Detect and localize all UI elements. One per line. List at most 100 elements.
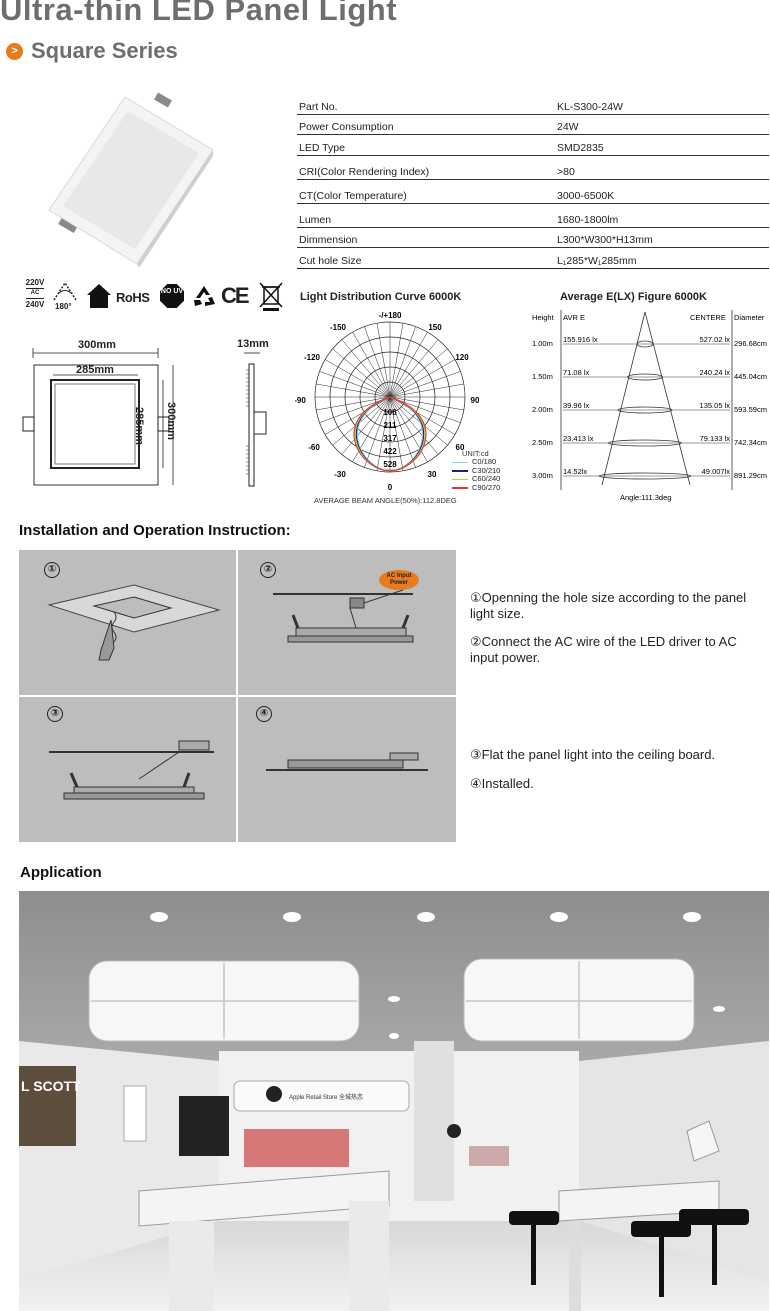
polar-spoke [332, 396, 391, 446]
center-value: 240.24 lx [700, 368, 731, 377]
polar-angle-label: 150 [428, 323, 442, 332]
col-avr-label: AVR E [563, 313, 585, 322]
voltage-icon: 220V AC 240V [25, 278, 45, 309]
rohs-icon: RoHS [116, 290, 150, 305]
page-title: Ultra-thin LED Panel Light [0, 0, 398, 27]
illuminance-title: Average E(LX) Figure 6000K [560, 291, 707, 303]
arrow-bullet-icon: > [6, 42, 23, 60]
polar-spoke [319, 396, 391, 423]
polar-angle-label: 60 [456, 443, 465, 452]
legend-entry: C30/210 [452, 465, 501, 476]
polar-spoke [389, 396, 416, 468]
polar-spoke [364, 326, 391, 398]
col-diameter-label: Diameter [734, 313, 765, 322]
install-step-1-panel: ① [19, 550, 236, 695]
step-4-text: ④Installed. [470, 776, 534, 791]
col-center-label: CENTERE [690, 313, 726, 322]
center-value: 135.05 lx [700, 401, 731, 410]
step-number: ④ [256, 706, 272, 722]
polar-spoke [389, 396, 448, 446]
indoor-house-icon [87, 284, 111, 308]
polar-angle-label: -/+180 [379, 311, 402, 320]
legend-label: C30/210 [472, 465, 501, 475]
polar-spoke [389, 396, 464, 411]
beam-angle-label: 180° [55, 302, 72, 311]
polar-angle-label: -120 [304, 353, 321, 362]
polar-spoke [316, 383, 391, 398]
thickness-label: 13mm [237, 338, 269, 350]
diameter-value: 742.34cm [734, 438, 767, 447]
unit-label: UNIT:cd [462, 449, 489, 458]
installed-diagram [266, 752, 428, 771]
polar-spoke [341, 396, 391, 455]
polar-spoke [389, 331, 428, 398]
application-heading: Application [20, 864, 102, 881]
application-store-photo: L SCOTT Apple Retail Store 全城热恋 [19, 891, 769, 1311]
height-value: 1.00m [532, 339, 553, 348]
beam-ellipse [636, 340, 654, 348]
polar-angle-label: 30 [428, 470, 437, 479]
step-1-text: ①Openning the hole size according to the… [470, 590, 747, 621]
distribution-title: Light Distribution Curve 6000K [300, 291, 462, 303]
legend-swatch [452, 487, 468, 489]
col-height-label: Height [532, 313, 555, 322]
step-3-text: ③Flat the panel light into the ceiling b… [470, 747, 716, 762]
angle-label: Angle:111.3deg [620, 493, 671, 502]
height-value: 2.50m [532, 438, 553, 447]
spec-row: Part No.KL-S300-24W [297, 94, 769, 115]
poster-text: L SCOTT [21, 1078, 81, 1094]
polar-spoke [389, 348, 448, 398]
avr-value: 14.52lx [563, 467, 587, 476]
polar-spoke [352, 331, 391, 398]
polar-spoke [389, 323, 404, 398]
legend-label: C0/180 [472, 457, 497, 466]
step-number: ① [44, 562, 60, 578]
polar-spoke [341, 339, 391, 398]
center-value: 79.133 lx [700, 434, 731, 443]
polar-ring-label: 422 [383, 447, 397, 456]
height-value: 1.50m [532, 372, 553, 381]
install-step-3-panel: ③ [19, 697, 236, 842]
legend-entry: C90/270 [452, 482, 501, 493]
inner-height-label: 285mm [132, 407, 145, 445]
installation-heading: Installation and Operation Instruction: [19, 522, 291, 539]
side-profile-drawing [244, 352, 267, 487]
polar-ring-label: 317 [383, 434, 397, 443]
polar-spoke [376, 396, 391, 471]
front-dimension-drawing [22, 348, 174, 486]
avr-value: 155.916 lx [563, 335, 598, 344]
polar-spoke [389, 396, 461, 423]
polar-spoke [324, 396, 391, 435]
diameter-value: 891.29cm [734, 471, 767, 480]
polar-spoke [389, 396, 439, 455]
center-value: 49.007lx [702, 467, 731, 476]
polar-spoke [389, 383, 464, 398]
no-uv-icon: NO UV [160, 284, 184, 308]
cone-edge [601, 311, 646, 486]
polar-spoke [389, 359, 456, 398]
step-number: ③ [47, 706, 63, 722]
polar-angle-label: 120 [455, 353, 469, 362]
polar-angle-label: -60 [308, 443, 320, 452]
polar-angle-label: -90 [295, 396, 306, 405]
legend-swatch [452, 478, 468, 480]
polar-angle-label: -150 [330, 323, 347, 332]
wiring-diagram [273, 589, 414, 643]
ac-input-power-tag: AC Input Power [379, 570, 419, 590]
legend-label: C90/270 [472, 482, 501, 492]
beam-angle-note: AVERAGE BEAM ANGLE(50%):112.8DEG [314, 496, 457, 505]
ceiling-hole-diagram [47, 584, 221, 661]
polar-spoke [376, 323, 391, 398]
install-step-2-panel: ② AC Input Power [238, 550, 456, 695]
beam-ellipse [608, 439, 682, 447]
legend-label: C60/240 [472, 474, 501, 483]
beam-ellipse [598, 472, 692, 480]
